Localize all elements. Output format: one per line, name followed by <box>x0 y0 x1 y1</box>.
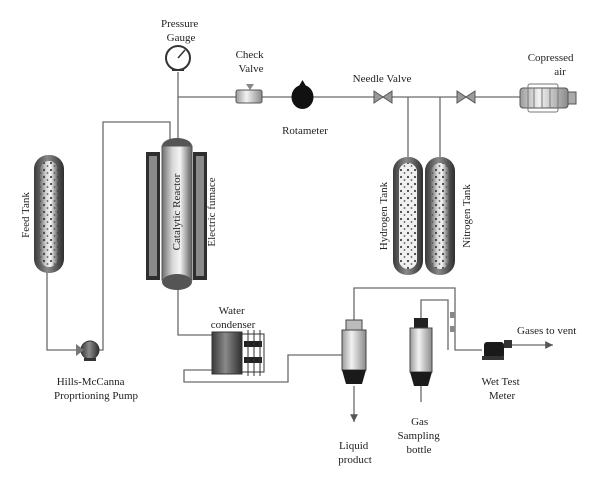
compressed-air-label: Copressed air <box>528 52 577 78</box>
needle-valve-icon <box>456 90 476 104</box>
hydrogen-tank-label: Hydrogen Tank <box>378 181 390 250</box>
check-valve-label: Check Valve <box>236 49 267 75</box>
wet-test-meter-icon <box>482 340 512 360</box>
liquid-product-label: Liquid product <box>338 440 372 466</box>
catalytic-reactor-label: Catalytic Reactor <box>171 173 183 250</box>
wet-test-meter-label: Wet Test Meter <box>482 376 523 402</box>
rotameter-icon <box>291 80 314 109</box>
feed-tank-icon <box>34 155 64 273</box>
feed-tank-label: Feed Tank <box>20 192 32 238</box>
hydrogen-tank-icon <box>393 157 423 275</box>
pump-label: Hills-McCanna Proprtioning Pump <box>54 376 139 402</box>
nitrogen-tank-icon <box>425 157 455 275</box>
check-valve-icon <box>235 84 263 104</box>
water-condenser-icon <box>211 330 265 376</box>
water-condenser-label: Water condenser <box>211 305 256 331</box>
electric-furnace-label: Electric fumace <box>206 177 218 246</box>
pressure-gauge-icon <box>165 45 191 71</box>
piping <box>46 72 553 422</box>
catalytic-reactor-icon <box>161 138 193 290</box>
pump-icon <box>76 340 100 361</box>
needle-valve-label: Needle Valve <box>353 73 412 85</box>
rotameter-label: Rotameter <box>282 125 328 137</box>
gases-to-vent-label: Gases to vent <box>517 325 576 337</box>
gas-sampling-bottle-label: Gas Sampling bottle <box>398 416 443 456</box>
needle-valve-icon <box>373 90 393 104</box>
gas-sampling-bottle-icon <box>409 318 433 386</box>
liquid-separator-icon <box>341 319 367 384</box>
air-compressor-icon <box>519 83 577 113</box>
pressure-gauge-label: Pressure Gauge <box>161 18 201 44</box>
electric-furnace-icon <box>146 152 207 280</box>
nitrogen-tank-label: Nitrogen Tank <box>461 184 473 248</box>
